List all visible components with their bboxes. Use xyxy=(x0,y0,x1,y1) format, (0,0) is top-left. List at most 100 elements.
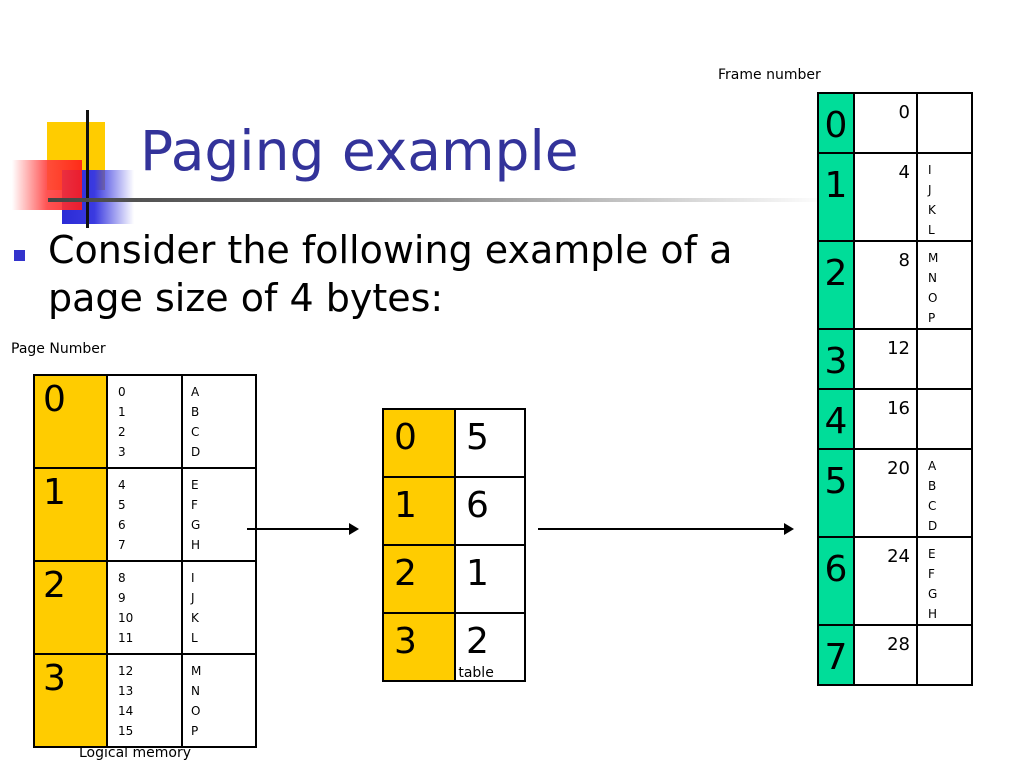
data-letter: C xyxy=(191,425,200,439)
address-cell: 12 13 14 15 xyxy=(106,653,183,748)
logo-red-square xyxy=(12,160,82,210)
data-letter: G xyxy=(191,518,201,532)
address-value: 11 xyxy=(118,631,134,645)
page-number-cell: 1 xyxy=(33,467,108,562)
address-cell: 0 xyxy=(853,92,918,154)
data-letter: B xyxy=(928,479,937,493)
frame-number-cell: 6 xyxy=(454,476,526,546)
bullet-text: Consider the following example of a page… xyxy=(48,228,733,320)
data-letter: L xyxy=(191,631,198,645)
address-value: 14 xyxy=(118,704,134,718)
address-cell: 16 xyxy=(853,388,918,450)
data-letter: I xyxy=(191,571,195,585)
arrow-right-icon xyxy=(538,523,794,535)
frame-number-cell: 5 xyxy=(817,448,855,538)
page-number-cell: 1 xyxy=(382,476,456,546)
data-letter: A xyxy=(191,385,200,399)
page-number-cell: 3 xyxy=(382,612,456,682)
data-letter: M xyxy=(191,664,202,678)
address-value: 13 xyxy=(118,684,134,698)
data-letter: N xyxy=(928,271,937,285)
data-letter: I xyxy=(928,163,932,177)
address-cell: 28 xyxy=(853,624,918,686)
arrow-right-icon xyxy=(247,523,359,535)
address-cell: 24 xyxy=(853,536,918,626)
data-letter: K xyxy=(191,611,199,625)
data-letter: G xyxy=(928,587,938,601)
frame-number-cell: 7 xyxy=(817,624,855,686)
address-value: 6 xyxy=(118,518,126,532)
page-number-cell: 0 xyxy=(33,374,108,469)
address-value: 10 xyxy=(118,611,134,625)
page-number-cell: 0 xyxy=(382,408,456,478)
data-letter: F xyxy=(928,567,935,581)
address-value: 5 xyxy=(118,498,126,512)
data-cell xyxy=(916,388,973,450)
address-value: 15 xyxy=(118,724,134,738)
page-number-cell: 2 xyxy=(382,544,456,614)
bullet-square-icon xyxy=(14,250,25,261)
frame-number-cell: 2 xyxy=(454,612,526,682)
data-letter: P xyxy=(191,724,199,738)
data-letter: H xyxy=(191,538,201,552)
frame-number-cell: 3 xyxy=(817,328,855,390)
address-value: 9 xyxy=(118,591,126,605)
data-cell xyxy=(916,92,973,154)
data-letter: M xyxy=(928,251,939,265)
data-letter: P xyxy=(928,311,936,325)
frame-number-cell: 2 xyxy=(817,240,855,330)
data-letter: L xyxy=(928,223,935,237)
address-value: 2 xyxy=(118,425,126,439)
data-letter: H xyxy=(928,607,938,621)
data-letter: E xyxy=(928,547,936,561)
address-cell: 4 5 6 7 xyxy=(106,467,183,562)
slide-title: Paging example xyxy=(140,119,579,183)
frame-number-cell: 4 xyxy=(817,388,855,450)
address-value: 7 xyxy=(118,538,126,552)
frame-number-cell: 1 xyxy=(817,152,855,242)
data-letter: K xyxy=(928,203,936,217)
address-value: 12 xyxy=(118,664,134,678)
frame-number-cell: 5 xyxy=(454,408,526,478)
data-letter: N xyxy=(191,684,200,698)
data-letter: E xyxy=(191,478,199,492)
address-cell: 20 xyxy=(853,448,918,538)
logical-memory-label: Logical memory xyxy=(79,745,192,761)
page-number-cell: 3 xyxy=(33,653,108,748)
address-value: 1 xyxy=(118,405,126,419)
logo-vertical-line xyxy=(86,110,89,228)
address-value: 8 xyxy=(118,571,126,585)
address-value: 0 xyxy=(118,385,126,399)
address-value: 4 xyxy=(118,478,126,492)
address-cell: 8 xyxy=(853,240,918,330)
page-number-label: Page Number xyxy=(11,341,106,357)
data-letter: J xyxy=(928,183,932,197)
address-cell: 12 xyxy=(853,328,918,390)
address-cell: 4 xyxy=(853,152,918,242)
